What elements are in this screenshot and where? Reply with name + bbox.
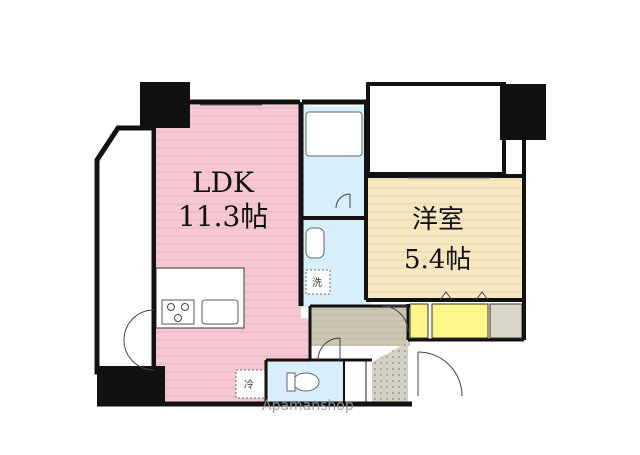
wash-basin [305, 227, 325, 259]
door-swings [123, 193, 489, 397]
washer-space [305, 269, 331, 295]
column-top-left [140, 82, 190, 128]
closet-gray [489, 303, 523, 339]
walls [97, 99, 526, 407]
balcony-top [366, 82, 506, 176]
ldk-room-size: 11.3帖 [178, 200, 268, 233]
column-top-right [500, 84, 546, 140]
burner-icon [174, 314, 182, 322]
burner-icon [181, 303, 189, 311]
windows [200, 104, 490, 179]
western-room-size: 5.4帖 [404, 245, 471, 275]
western-room-name: 洋室 [412, 205, 464, 235]
fridge-mark: 冷 [244, 378, 254, 391]
kitchen-cooktop [161, 299, 195, 325]
washer-mark: 洗 [312, 277, 322, 289]
closet-yellow [431, 303, 489, 339]
closet-yellow-small [409, 303, 429, 339]
toilet-tank-icon [286, 372, 296, 392]
genkan [372, 342, 408, 405]
column-bottom-left [97, 366, 165, 406]
bathtub [305, 111, 363, 157]
fridge-space [235, 369, 267, 399]
ldk-room-name: LDK [192, 166, 255, 199]
balcony-area [94, 125, 157, 375]
hallway [310, 306, 410, 346]
burner-icon [167, 303, 175, 311]
watermark: Apamanshop [262, 398, 354, 414]
western-room-floor [366, 176, 524, 298]
kitchen-sink [201, 299, 239, 325]
toilet-bowl-icon [292, 372, 320, 392]
